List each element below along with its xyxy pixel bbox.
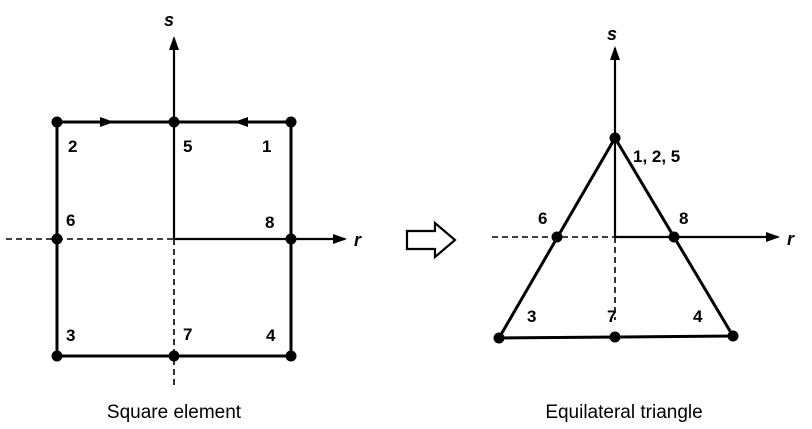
triangle-node-label-6: 6 (538, 209, 547, 228)
triangle-r-axis-label: r (787, 229, 795, 249)
triangle-node-label-apex: 1, 2, 5 (633, 147, 680, 166)
square-node-3 (51, 350, 63, 362)
square-node-4 (285, 350, 297, 362)
triangle-s-axis-label: s (607, 24, 617, 44)
square-node-7 (168, 350, 180, 362)
square-node-label-6: 6 (66, 211, 75, 230)
triangle-node-label-3: 3 (527, 307, 536, 326)
triangle-caption: Equilateral triangle (545, 402, 702, 423)
square-node-1 (285, 116, 297, 128)
square-node-8 (285, 233, 297, 245)
square-node-6 (51, 233, 63, 245)
triangle-element: s r 1, 2, 5 6 8 3 7 4 Equilateral triang… (492, 24, 795, 423)
transform-arrow-icon (405, 220, 457, 260)
square-node-label-5: 5 (183, 137, 192, 156)
square-node-label-1: 1 (262, 137, 271, 156)
triangle-node-apex (609, 132, 621, 144)
square-node-5 (168, 116, 180, 128)
square-caption: Square element (107, 402, 242, 423)
square-node-label-2: 2 (68, 137, 77, 156)
triangle-node-4 (727, 330, 739, 342)
square-s-axis-label: s (164, 10, 174, 30)
triangle-node-6 (551, 231, 563, 243)
square-node-label-3: 3 (66, 326, 75, 345)
triangle-node-3 (493, 332, 505, 344)
triangle-node-label-8: 8 (679, 209, 688, 228)
triangle-node-8 (668, 231, 680, 243)
triangle-node-label-7: 7 (607, 307, 616, 326)
triangle-node-label-4: 4 (693, 307, 703, 326)
square-node-2 (51, 116, 63, 128)
square-r-axis-label: r (354, 230, 362, 250)
square-node-label-8: 8 (265, 213, 274, 232)
square-element: s r 1 2 5 6 8 3 7 4 Square element (6, 10, 362, 423)
triangle-node-7 (609, 331, 621, 343)
square-node-label-4: 4 (266, 326, 276, 345)
square-node-label-7: 7 (183, 325, 192, 344)
